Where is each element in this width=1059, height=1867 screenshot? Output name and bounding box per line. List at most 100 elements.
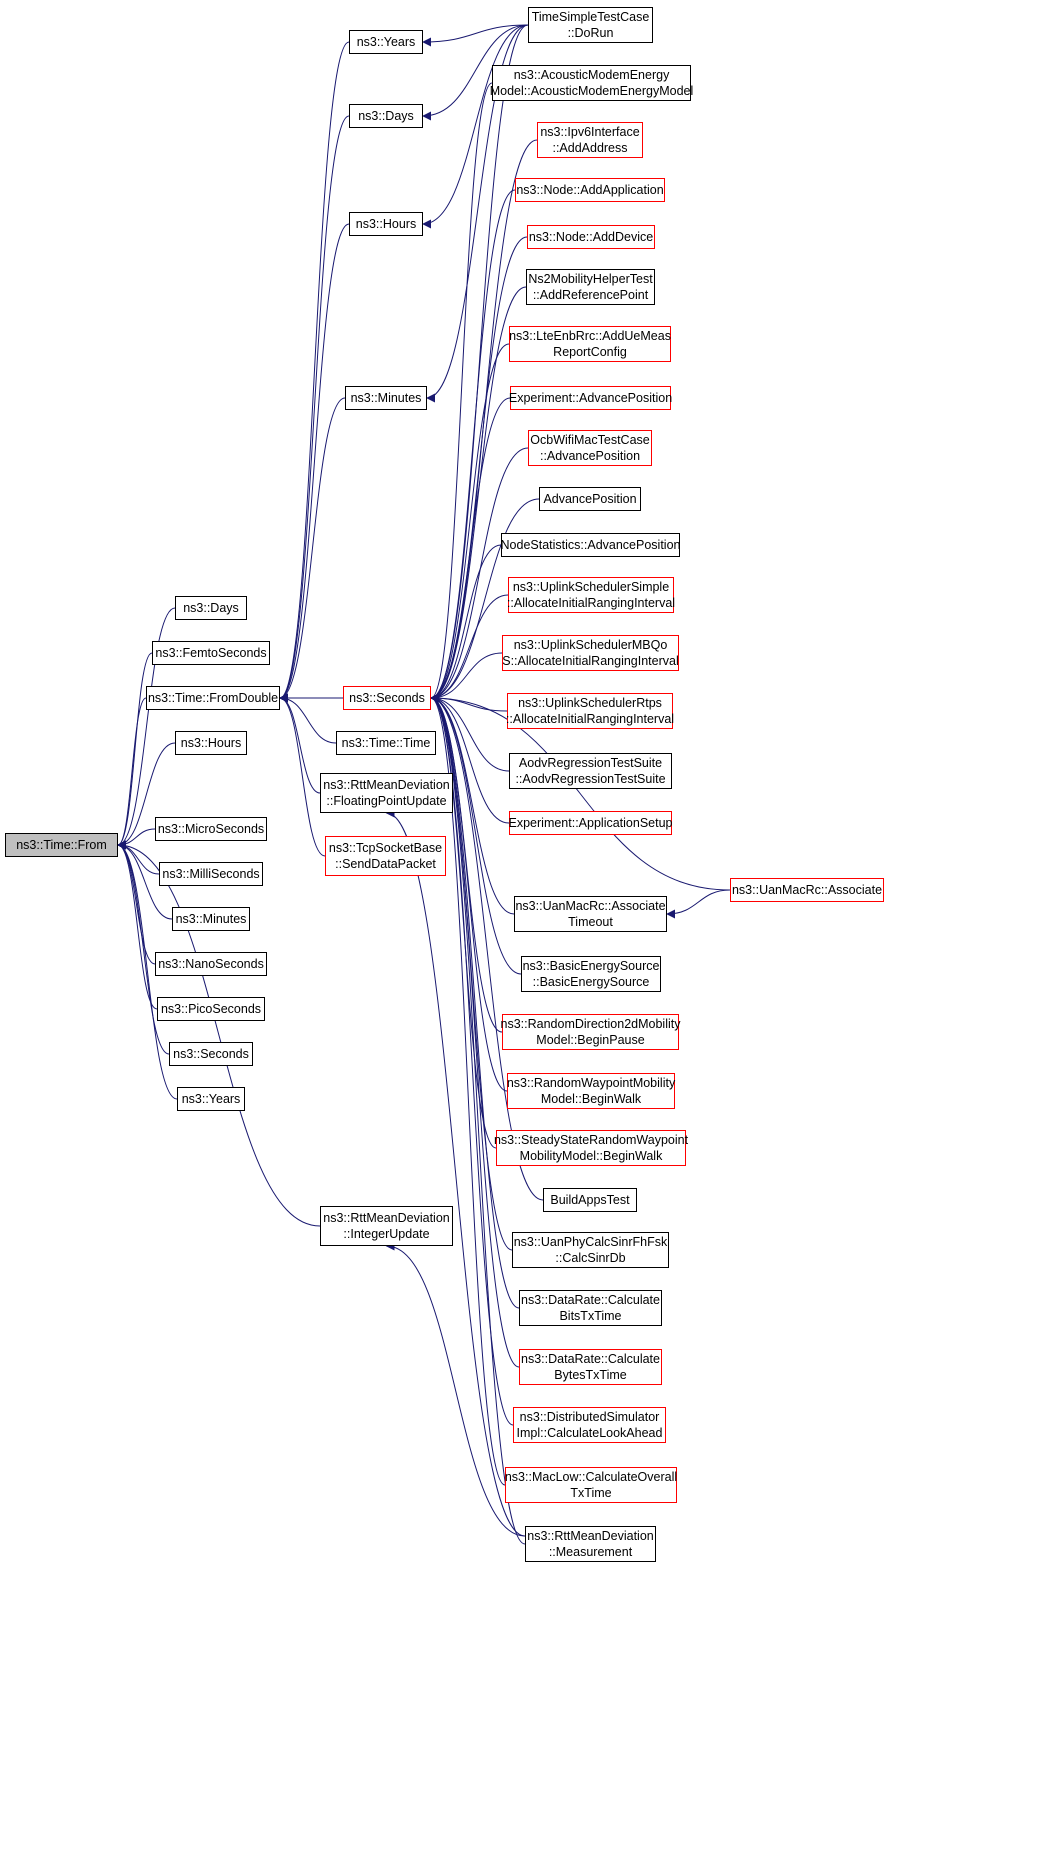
node-label: AodvRegressionTestSuite ::AodvRegression… <box>515 756 666 786</box>
node-r23[interactable]: ns3::DataRate::Calculate BitsTxTime <box>519 1290 662 1326</box>
node-r20[interactable]: ns3::SteadyStateRandomWaypoint MobilityM… <box>493 1130 689 1166</box>
edge-days-l-to-from <box>117 607 176 850</box>
edge-r11-to-seconds-m <box>430 594 509 703</box>
node-seconds-m[interactable]: ns3::Seconds <box>343 686 431 710</box>
node-r15[interactable]: Experiment::ApplicationSetup <box>508 811 673 835</box>
node-r18[interactable]: ns3::RandomDirection2dMobility Model::Be… <box>500 1014 681 1050</box>
node-r13[interactable]: ns3::UplinkSchedulerRtps ::AllocateIniti… <box>506 693 674 729</box>
node-r22[interactable]: ns3::UanPhyCalcSinrFhFsk ::CalcSinrDb <box>512 1232 669 1268</box>
node-minutes-l[interactable]: ns3::Minutes <box>172 907 250 931</box>
edge-r27-to-rtt-int <box>385 1241 526 1537</box>
node-label: ns3::Time::From <box>16 838 107 852</box>
edge-r21-to-seconds-m <box>430 693 544 1201</box>
node-label: OcbWifiMacTestCase ::AdvancePosition <box>530 433 650 463</box>
node-r8[interactable]: OcbWifiMacTestCase ::AdvancePosition <box>528 430 652 466</box>
node-minutes-m[interactable]: ns3::Minutes <box>345 386 427 410</box>
node-label: ns3::Seconds <box>349 691 425 705</box>
node-r12[interactable]: ns3::UplinkSchedulerMBQo S::AllocateInit… <box>502 635 679 671</box>
node-label: ns3::Ipv6Interface ::AddAddress <box>540 125 640 155</box>
edge-rtt-fp-to-fromdouble <box>279 693 321 794</box>
node-hours-m[interactable]: ns3::Hours <box>349 212 423 236</box>
node-tcp-send[interactable]: ns3::TcpSocketBase ::SendDataPacket <box>325 836 446 876</box>
node-label: ns3::RandomWaypointMobility Model::Begin… <box>506 1076 676 1106</box>
node-r26[interactable]: ns3::MacLow::CalculateOverall TxTime <box>505 1467 677 1503</box>
node-label: ns3::DataRate::Calculate BitsTxTime <box>521 1293 660 1323</box>
edge-r23-to-seconds-m <box>430 693 520 1309</box>
node-r10[interactable]: NodeStatistics::AdvancePosition <box>501 533 680 557</box>
node-r4[interactable]: ns3::Node::AddDevice <box>527 225 655 249</box>
edge-layer <box>117 24 731 1545</box>
node-rtt-fp[interactable]: ns3::RttMeanDeviation ::FloatingPointUpd… <box>320 773 453 813</box>
edge-r25-to-seconds-m <box>430 693 514 1426</box>
edge-minutes-m-to-fromdouble <box>279 397 346 703</box>
node-days-m[interactable]: ns3::Days <box>349 104 423 128</box>
node-label: ns3::RttMeanDeviation ::FloatingPointUpd… <box>323 778 450 808</box>
edge-r8-to-seconds-m <box>430 447 529 703</box>
node-label: ns3::Days <box>358 109 414 123</box>
node-days-l[interactable]: ns3::Days <box>175 596 247 620</box>
node-label: Experiment::AdvancePosition <box>508 391 673 405</box>
node-label: Experiment::ApplicationSetup <box>508 816 673 830</box>
node-r25[interactable]: ns3::DistributedSimulator Impl::Calculat… <box>513 1407 666 1443</box>
node-label: ns3::BasicEnergySource ::BasicEnergySour… <box>522 959 660 989</box>
edge-r7-to-seconds-m <box>430 397 511 703</box>
node-r17[interactable]: ns3::BasicEnergySource ::BasicEnergySour… <box>521 956 661 992</box>
edge-r15-to-seconds-m <box>430 693 510 824</box>
node-label: NodeStatistics::AdvancePosition <box>500 538 681 552</box>
node-femto[interactable]: ns3::FemtoSeconds <box>152 641 270 665</box>
node-label: ns3::UplinkSchedulerSimple ::AllocateIni… <box>506 580 676 610</box>
node-r16[interactable]: ns3::UanMacRc::Associate Timeout <box>514 896 667 932</box>
node-timetime[interactable]: ns3::Time::Time <box>336 731 436 755</box>
edge-r19-to-seconds-m <box>430 693 508 1092</box>
node-r9[interactable]: AdvancePosition <box>539 487 641 511</box>
node-label: ns3::Days <box>183 601 239 615</box>
node-r3[interactable]: ns3::Node::AddApplication <box>515 178 665 202</box>
node-r7[interactable]: Experiment::AdvancePosition <box>508 386 673 410</box>
edge-seconds-l-to-from <box>117 840 170 1055</box>
node-micro[interactable]: ns3::MicroSeconds <box>155 817 267 841</box>
node-pico[interactable]: ns3::PicoSeconds <box>157 997 265 1021</box>
node-r6[interactable]: ns3::LteEnbRrc::AddUeMeas ReportConfig <box>509 326 671 362</box>
node-label: ns3::Time::FromDouble <box>147 691 279 705</box>
node-r27[interactable]: ns3::RttMeanDeviation ::Measurement <box>525 1526 656 1562</box>
node-nano[interactable]: ns3::NanoSeconds <box>155 952 267 976</box>
node-label: ns3::MicroSeconds <box>157 822 265 836</box>
edge-pico-to-from <box>117 840 158 1010</box>
node-label: ns3::Seconds <box>173 1047 249 1061</box>
node-label: ns3::Minutes <box>175 912 247 926</box>
node-r21[interactable]: BuildAppsTest <box>543 1188 637 1212</box>
node-label: ns3::MacLow::CalculateOverall TxTime <box>504 1470 678 1500</box>
node-label: ns3::DataRate::Calculate BytesTxTime <box>521 1352 660 1382</box>
node-r24[interactable]: ns3::DataRate::Calculate BytesTxTime <box>519 1349 662 1385</box>
edge-r3-to-seconds-m <box>430 189 516 703</box>
node-label: ns3::Time::Time <box>341 736 431 750</box>
node-label: ns3::PicoSeconds <box>160 1002 262 1016</box>
node-milli[interactable]: ns3::MilliSeconds <box>159 862 263 886</box>
edge-r0-to-minutes-m <box>426 24 529 403</box>
node-seconds-l[interactable]: ns3::Seconds <box>169 1042 253 1066</box>
edge-hours-l-to-from <box>117 742 176 850</box>
edge-rtt-int-to-from <box>117 840 321 1227</box>
node-fromdouble[interactable]: ns3::Time::FromDouble <box>146 686 280 710</box>
edge-r14-to-seconds-m <box>430 693 510 772</box>
node-years-m[interactable]: ns3::Years <box>349 30 423 54</box>
edge-years-l-to-from <box>117 840 178 1100</box>
node-label: ns3::UplinkSchedulerMBQo S::AllocateInit… <box>502 638 679 668</box>
node-years-l[interactable]: ns3::Years <box>177 1087 245 1111</box>
node-r1[interactable]: ns3::AcousticModemEnergy Model::Acoustic… <box>490 65 693 101</box>
node-r2[interactable]: ns3::Ipv6Interface ::AddAddress <box>537 122 643 158</box>
node-r5[interactable]: Ns2MobilityHelperTest ::AddReferencePoin… <box>526 269 655 305</box>
node-assoc[interactable]: ns3::UanMacRc::Associate <box>730 878 884 902</box>
node-label: ns3::SteadyStateRandomWaypoint MobilityM… <box>493 1133 689 1163</box>
node-label: ns3::MilliSeconds <box>162 867 260 881</box>
node-r0[interactable]: TimeSimpleTestCase ::DoRun <box>528 7 653 43</box>
edge-r10-to-seconds-m <box>430 544 502 703</box>
node-r14[interactable]: AodvRegressionTestSuite ::AodvRegression… <box>509 753 672 789</box>
node-label: ns3::RandomDirection2dMobility Model::Be… <box>500 1017 681 1047</box>
edge-r0-to-hours-m <box>422 24 529 229</box>
node-hours-l[interactable]: ns3::Hours <box>175 731 247 755</box>
node-r11[interactable]: ns3::UplinkSchedulerSimple ::AllocateIni… <box>506 577 676 613</box>
node-r19[interactable]: ns3::RandomWaypointMobility Model::Begin… <box>507 1073 675 1109</box>
node-rtt-int[interactable]: ns3::RttMeanDeviation ::IntegerUpdate <box>320 1206 453 1246</box>
node-label: ns3::Node::AddDevice <box>528 230 654 244</box>
